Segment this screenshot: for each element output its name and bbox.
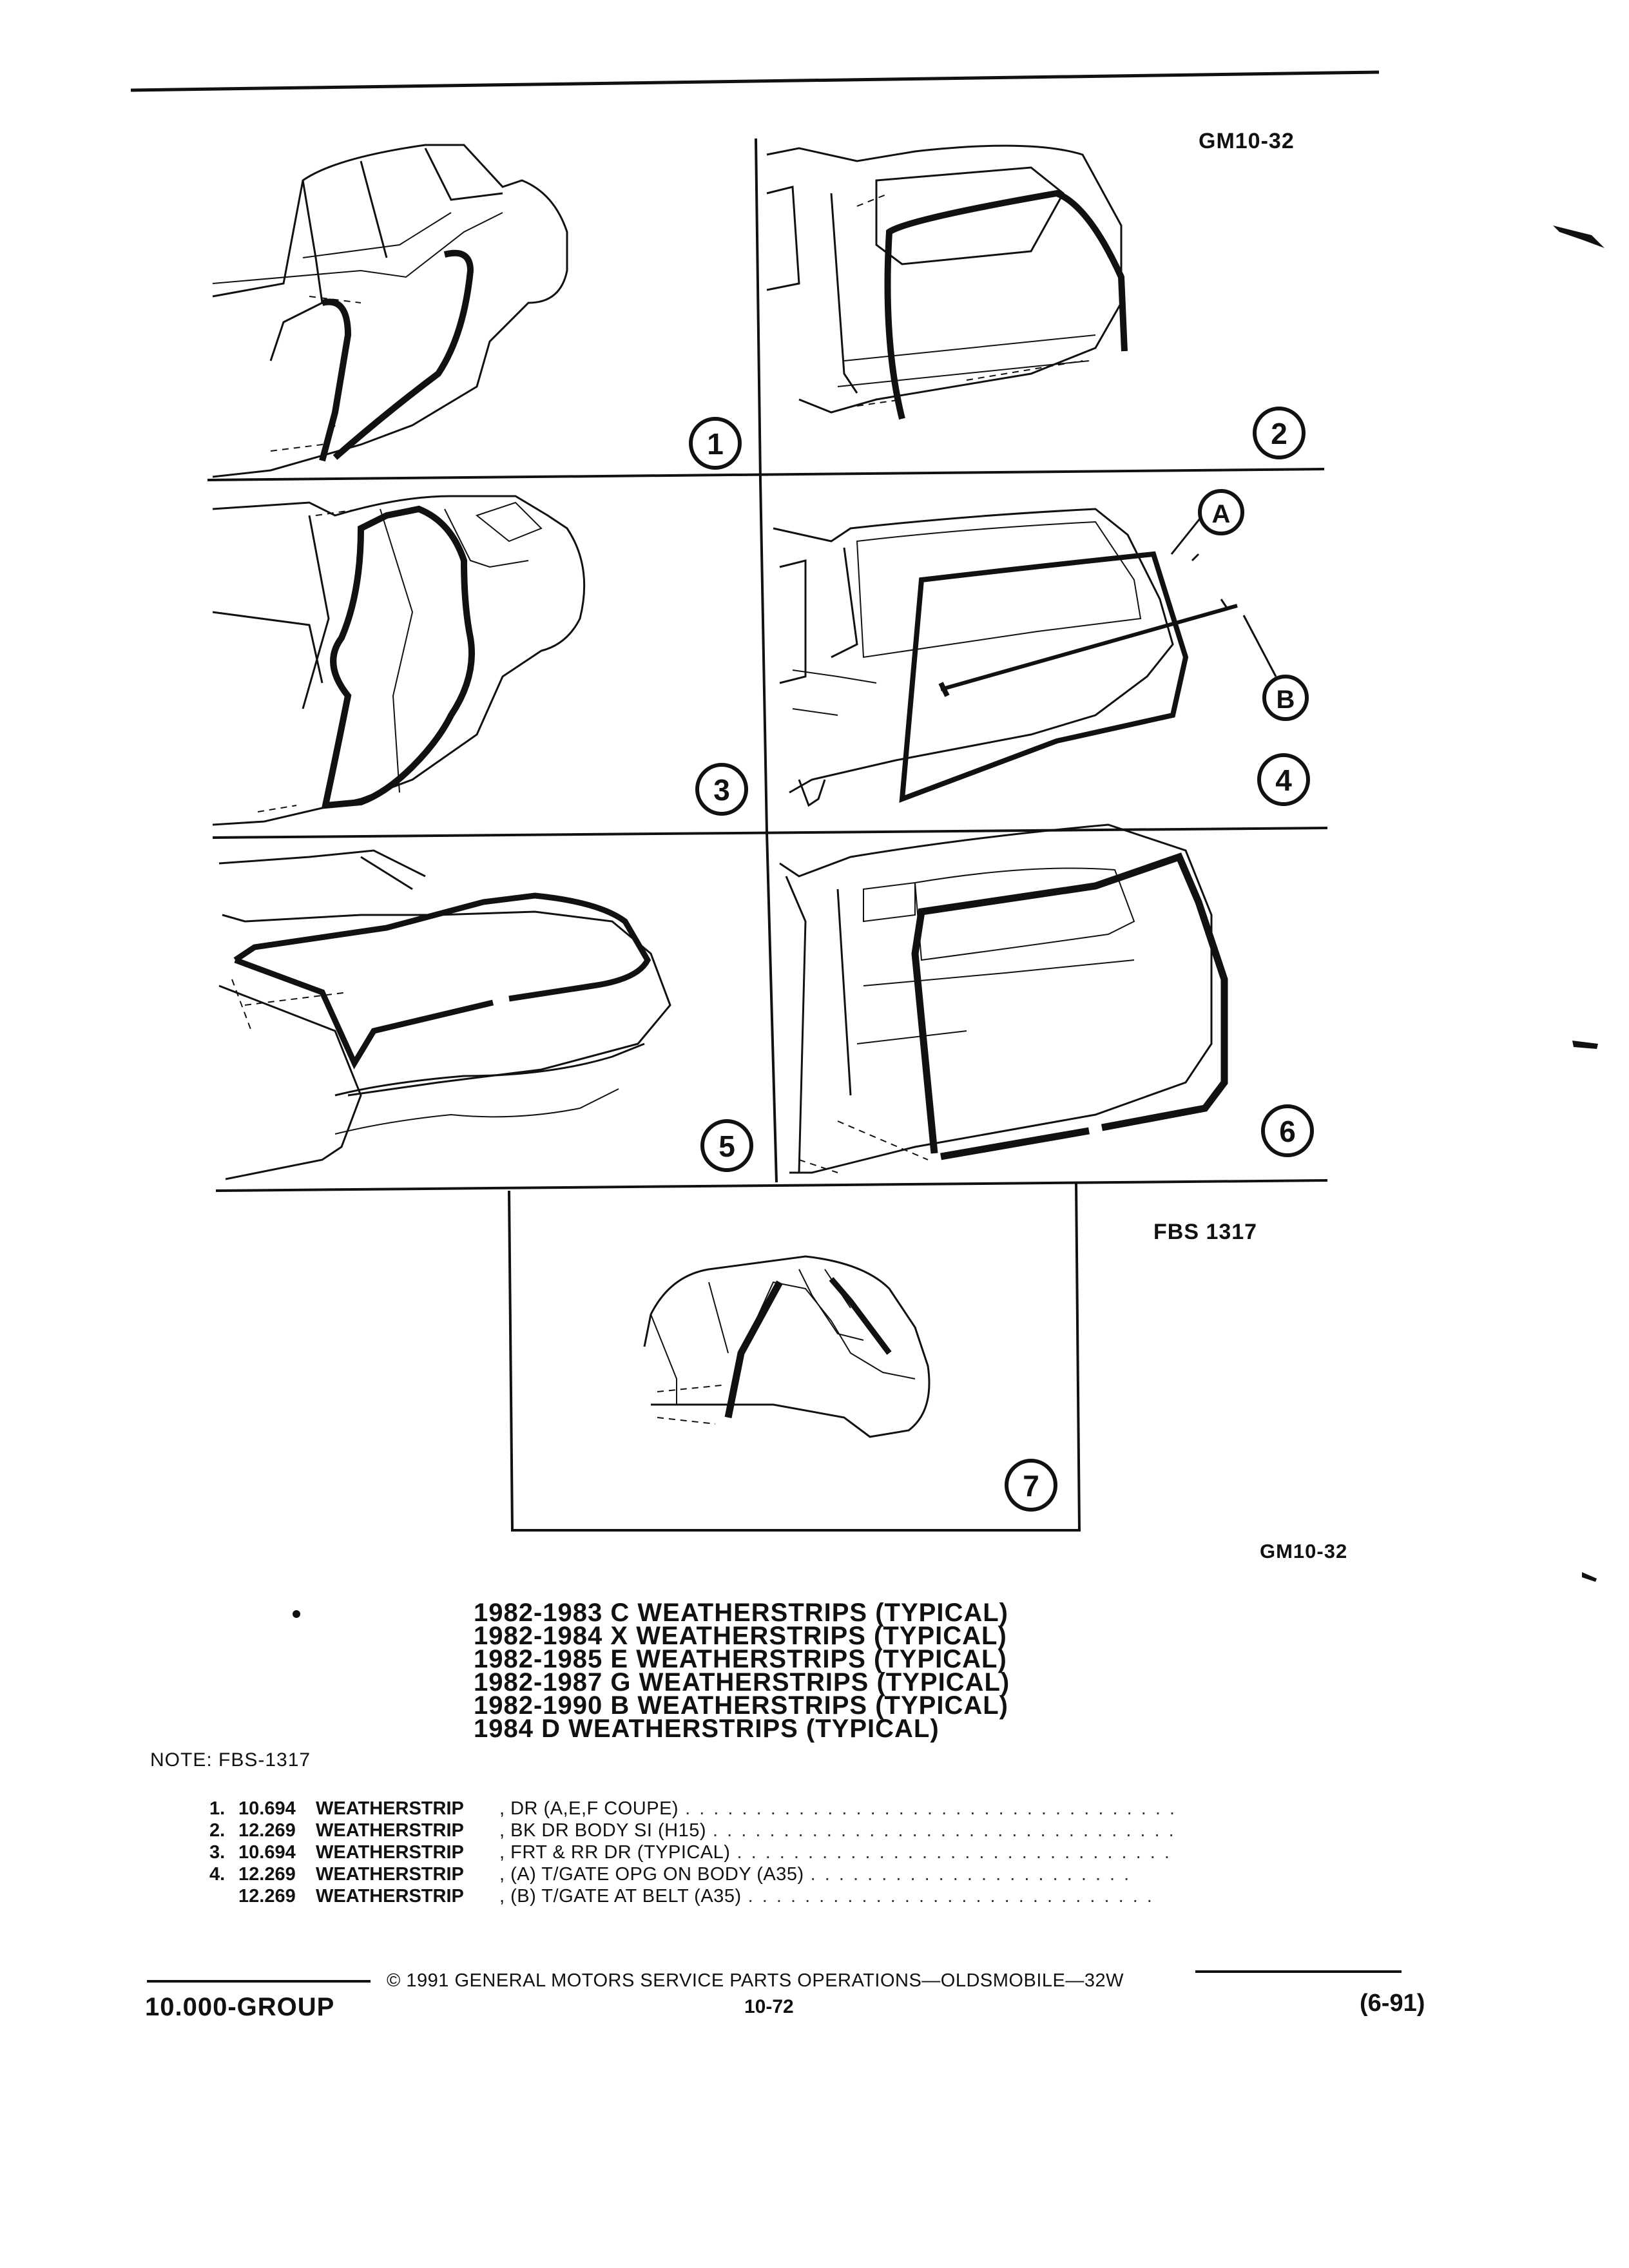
title-line: 1982-1984 X WEATHERSTRIPS (TYPICAL) [474,1622,1007,1650]
callout-7: 7 [1023,1469,1039,1503]
callout-1-circle [689,417,742,470]
part-name: WEATHERSTRIP [316,1842,464,1863]
leader-dots: . . . . . . . . . . . . . . . . . . . . … [737,1842,1171,1863]
leader-dots: . . . . . . . . . . . . . . . . . . . . … [810,1864,1132,1885]
part-description: , (A) T/GATE OPG ON BODY (A35) [499,1864,804,1885]
part-group: 10.694 [238,1798,296,1819]
callout-A: A [1212,500,1231,528]
part-number [209,1885,238,1907]
callout-3: 3 [713,773,730,807]
callout-4-circle [1257,753,1310,806]
callout-5-circle [700,1119,753,1172]
title-line: 1982-1987 G WEATHERSTRIPS (TYPICAL) [474,1668,1010,1696]
panel-2-hatch-drawing [766,144,1128,420]
parts-row: 1. 10.694 WEATHERSTRIP , DR (A,E,F COUPE… [209,1798,1177,1820]
panel-6-liftgate-drawing [779,823,1228,1174]
callout-leaders [1170,518,1277,677]
panel-1-door-drawing [212,144,568,478]
leader-dots: . . . . . . . . . . . . . . . . . . . . … [713,1820,1176,1841]
callout-A-circle [1198,489,1244,535]
callout-6-circle [1261,1104,1314,1157]
panel-grid [207,138,1328,1532]
part-group: 12.269 [238,1886,296,1907]
panel-5-trunk-drawing [218,849,671,1180]
callout-2-circle [1253,407,1306,459]
panel-4-tailgate-drawing [773,508,1238,807]
part-name: WEATHERSTRIP [316,1864,464,1885]
footer-copyright: © 1991 GENERAL MOTORS SERVICE PARTS OPER… [387,1970,1124,1991]
leader-dots: . . . . . . . . . . . . . . . . . . . . … [685,1798,1177,1819]
title-line: 1982-1983 C WEATHERSTRIPS (TYPICAL) [474,1599,1008,1627]
ref-code-top: GM10-32 [1199,129,1295,153]
note: NOTE: FBS-1317 [150,1749,311,1771]
callout-7-circle [1005,1459,1057,1512]
part-number: 3. [209,1842,226,1863]
parts-row: 4. 12.269 WEATHERSTRIP , (A) T/GATE OPG … [209,1863,1177,1885]
callout-2: 2 [1271,417,1287,450]
footer-rules [147,1970,1402,1983]
title-block: 1982-1983 C WEATHERSTRIPS (TYPICAL) 1982… [474,1599,1010,1743]
footer-page-number: 10-72 [744,1996,794,2017]
callout-B-circle [1262,675,1309,721]
part-description: , (B) T/GATE AT BELT (A35) [499,1886,742,1907]
title-line: 1984 D WEATHERSTRIPS (TYPICAL) [474,1715,940,1743]
callout-4: 4 [1275,764,1292,797]
callout-B: B [1277,686,1295,714]
leader-dots: . . . . . . . . . . . . . . . . . . . . … [747,1886,1154,1907]
ref-code-bottom: GM10-32 [1260,1540,1348,1562]
part-description: , DR (A,E,F COUPE) [499,1798,679,1819]
top-rule [130,70,1380,92]
part-name: WEATHERSTRIP [316,1820,464,1841]
part-description: , BK DR BODY SI (H15) [499,1820,706,1841]
callout-3-circle [695,763,748,816]
callout-circles [689,407,1314,1512]
ref-code-fbs: FBS 1317 [1153,1220,1258,1244]
title-line: 1982-1990 B WEATHERSTRIPS (TYPICAL) [474,1691,1008,1720]
panel-7-door-drawing [643,1255,930,1438]
part-name: WEATHERSTRIP [316,1798,464,1819]
scan-marks [293,226,1605,1618]
part-group: 12.269 [238,1864,296,1885]
parts-row: 3. 10.694 WEATHERSTRIP , FRT & RR DR (TY… [209,1841,1177,1863]
part-group: 12.269 [238,1820,296,1841]
parts-row: 12.269 WEATHERSTRIP , (B) T/GATE AT BELT… [209,1885,1177,1907]
title-line: 1982-1985 E WEATHERSTRIPS (TYPICAL) [474,1645,1007,1673]
part-number: 1. [209,1798,226,1819]
part-group: 10.694 [238,1842,296,1863]
parts-row: 2. 12.269 WEATHERSTRIP , BK DR BODY SI (… [209,1820,1177,1841]
callout-6: 6 [1279,1115,1296,1148]
part-number: 4. [209,1864,226,1885]
parts-list: 1. 10.694 WEATHERSTRIP , DR (A,E,F COUPE… [209,1798,1177,1907]
panel-3-doors-drawing [212,495,586,826]
part-description: , FRT & RR DR (TYPICAL) [499,1842,731,1863]
callout-1: 1 [707,427,724,461]
part-number: 2. [209,1820,226,1841]
footer-group: 10.000-GROUP [145,1993,335,2021]
footer-date: (6-91) [1360,1990,1425,2017]
callout-5: 5 [718,1129,735,1163]
part-name: WEATHERSTRIP [316,1886,464,1907]
